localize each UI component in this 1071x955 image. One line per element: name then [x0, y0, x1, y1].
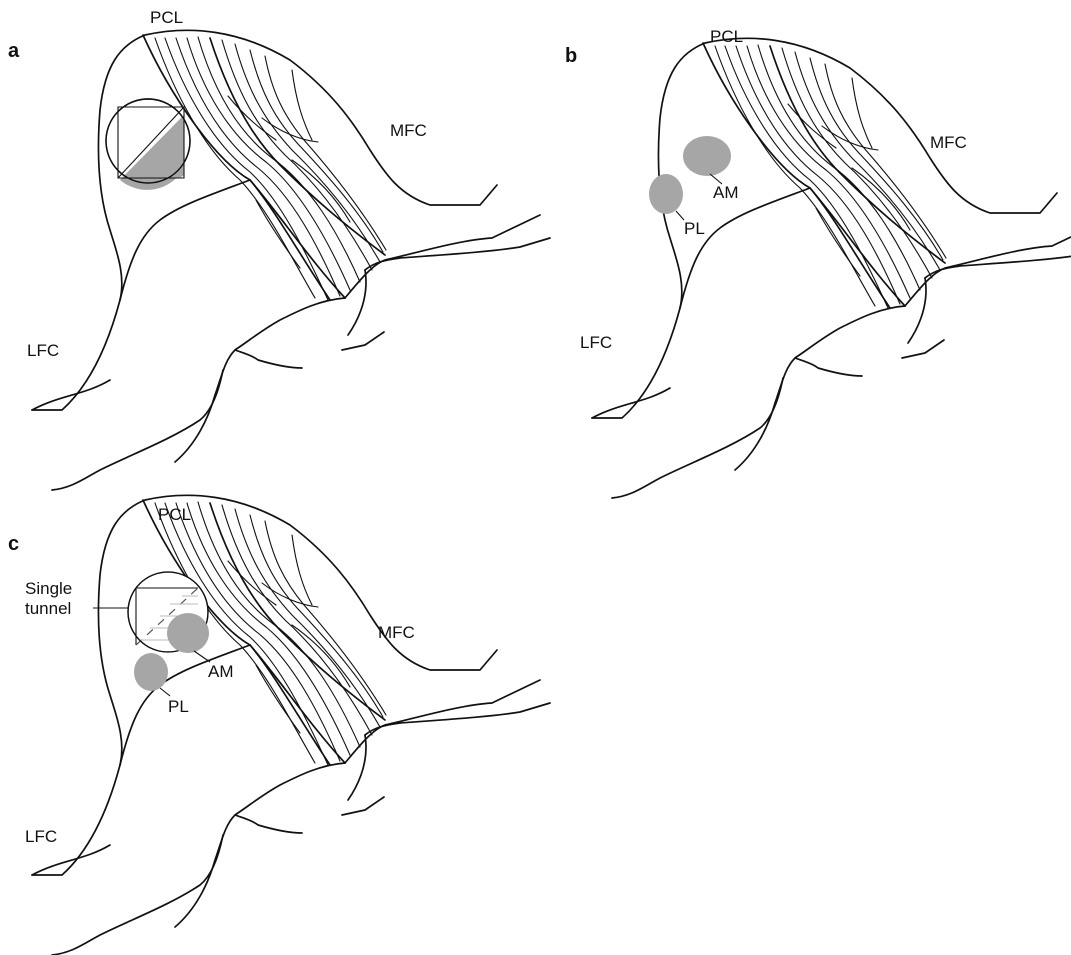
am-tunnel-b — [683, 136, 731, 176]
label-single-tunnel-line2-c: tunnel — [25, 599, 71, 618]
label-pl-c: PL — [168, 697, 189, 716]
pl-tunnel-c — [134, 653, 168, 691]
panel-letter-a: a — [8, 40, 20, 62]
label-mfc-a: MFC — [390, 121, 427, 140]
panel-a: a PCL MFC LFC — [8, 8, 550, 490]
label-am-c: AM — [208, 662, 234, 681]
label-pl-b: PL — [684, 219, 705, 238]
panel-c: c AM PL Single tunnel PCL MFC LFC — [8, 495, 550, 955]
single-tunnel-circle-a — [106, 99, 190, 190]
label-pcl-a: PCL — [150, 8, 183, 27]
panel-letter-b: b — [565, 45, 577, 67]
label-mfc-c: MFC — [378, 623, 415, 642]
knee-drawing-c — [32, 495, 550, 955]
label-lfc-c: LFC — [25, 827, 57, 846]
panel-b: b AM PL PCL MFC LFC — [565, 27, 1071, 498]
label-pcl-b: PCL — [710, 27, 743, 46]
label-single-tunnel-line1-c: Single — [25, 579, 72, 598]
label-pcl-c: PCL — [158, 505, 191, 524]
panel-letter-c: c — [8, 533, 19, 555]
pl-tunnel-b — [649, 174, 683, 214]
am-tunnel-c — [167, 613, 209, 653]
knee-drawing-b — [592, 38, 1071, 498]
label-lfc-b: LFC — [580, 333, 612, 352]
label-mfc-b: MFC — [930, 133, 967, 152]
label-am-b: AM — [713, 183, 739, 202]
knee-drawing-a — [32, 30, 550, 490]
label-lfc-a: LFC — [27, 341, 59, 360]
